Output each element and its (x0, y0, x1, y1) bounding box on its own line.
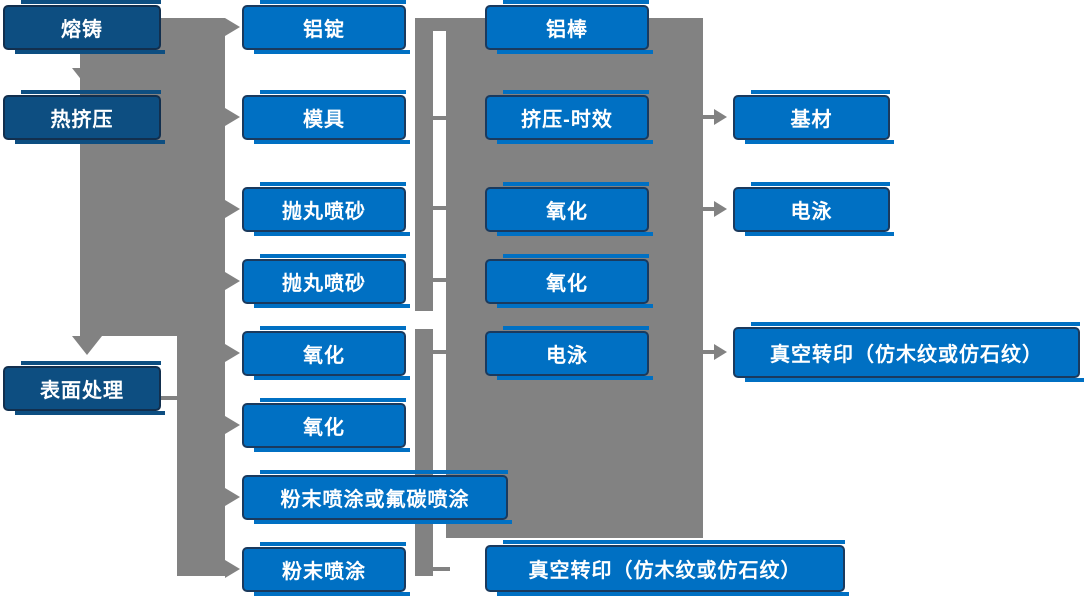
node-base-material: 基材 (733, 90, 894, 144)
arrow-right-icon (225, 200, 240, 218)
arrow-right-icon (225, 560, 240, 578)
left-flow-band (80, 18, 225, 576)
node-oxidation-1: 氧化 (242, 326, 410, 380)
node-shot-blast-2: 抛丸喷砂 (242, 254, 410, 308)
node-vacuum-transfer-2: 真空转印（仿木纹或仿石纹） (733, 322, 1084, 382)
right-connector-tail (703, 115, 714, 119)
node-extrusion-aging: 挤压-时效 (485, 90, 653, 144)
arrow-right-icon (225, 488, 240, 506)
node-powder-coating: 粉末喷涂 (242, 542, 410, 596)
node-melting: 熔铸 (3, 0, 165, 54)
node-mold: 模具 (242, 90, 410, 144)
mid-band-stub (431, 206, 446, 210)
node-aluminum-ingot: 铝锭 (242, 0, 410, 54)
node-oxidation-2: 氧化 (242, 398, 410, 452)
arrow-right-icon (225, 416, 240, 434)
surface-treatment-stub (161, 396, 181, 400)
arrow-right-icon (714, 344, 727, 360)
arrow-right-icon (225, 108, 240, 126)
mid-band-stub (431, 350, 446, 354)
arrow-right-icon (225, 272, 240, 290)
mid-band-bottom-stub (431, 567, 450, 571)
mid-band-top-stub (415, 18, 446, 31)
node-aluminum-rod: 铝棒 (485, 0, 653, 54)
mid-band-stub (431, 116, 446, 120)
right-connector-tail (703, 207, 714, 211)
arrow-right-icon (714, 201, 727, 217)
arrow-right-icon (714, 109, 727, 125)
node-shot-blast-1: 抛丸喷砂 (242, 182, 410, 236)
node-powder-or-fluorocarbon: 粉末喷涂或氟碳喷涂 (242, 470, 512, 524)
arrow-down-icon (72, 68, 102, 87)
node-hot-extrusion: 热挤压 (3, 90, 165, 144)
node-electrophoresis-2: 电泳 (733, 182, 894, 236)
mid-band-lower (415, 329, 433, 576)
right-connector-tail (703, 350, 714, 354)
node-surface-treatment: 表面处理 (3, 361, 165, 415)
node-electrophoresis-1: 电泳 (485, 326, 653, 380)
node-oxidation-4: 氧化 (485, 254, 653, 308)
arrow-right-icon (225, 344, 240, 362)
mid-band-upper (415, 18, 433, 311)
arrow-right-icon (225, 18, 240, 36)
arrow-down-icon (72, 336, 102, 355)
node-oxidation-3: 氧化 (485, 182, 653, 236)
mid-band-stub (431, 278, 446, 282)
node-vacuum-transfer-1: 真空转印（仿木纹或仿石纹） (485, 540, 849, 596)
